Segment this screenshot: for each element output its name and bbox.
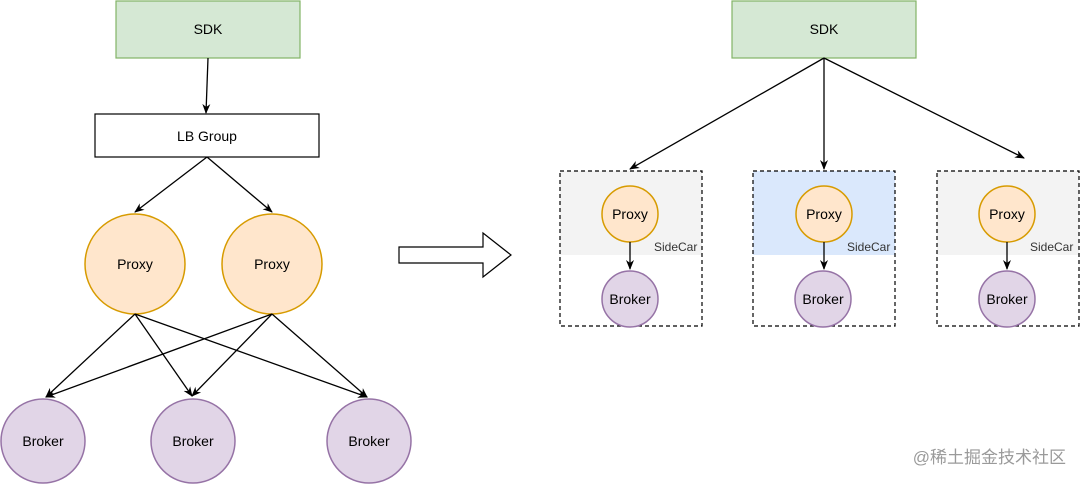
left-proxy-1-label: Proxy — [117, 256, 153, 272]
pod-3-broker-label: Broker — [986, 291, 1028, 307]
edge-proxy1-broker3 — [134, 313, 368, 398]
right-sdk-box — [731, 0, 917, 59]
pod-1-proxy-label: Proxy — [612, 206, 648, 222]
edge-sdk-pod-1 — [629, 57, 825, 170]
pod-3: Proxy SideCar Broker — [936, 170, 1080, 328]
watermark-text: @稀土掘金技术社区 — [913, 448, 1066, 467]
left-proxy-2-label: Proxy — [254, 256, 290, 272]
pod-3-broker — [978, 270, 1036, 328]
pod-1-broker — [601, 270, 659, 328]
edge-proxy2-broker2 — [191, 313, 273, 397]
pod-2-broker-label: Broker — [802, 291, 844, 307]
left-diagram: SDK LB Group Proxy Proxy Broker Broker B… — [0, 0, 412, 484]
left-broker-1-label: Broker — [22, 433, 64, 449]
edge-lb-proxy-1 — [134, 156, 208, 213]
edge-proxy2-broker1 — [45, 313, 273, 398]
pod-1-broker-label: Broker — [609, 291, 651, 307]
edge-lb-proxy-2 — [206, 156, 273, 213]
left-broker-2-label: Broker — [172, 433, 214, 449]
pod-3-proxy-label: Proxy — [989, 206, 1025, 222]
left-sdk-box — [115, 0, 301, 59]
edge-proxy1-broker1 — [45, 313, 136, 398]
pod-2-proxy-label: Proxy — [806, 206, 842, 222]
left-sdk-label: SDK — [194, 21, 223, 37]
pod-2: Proxy SideCar Broker — [752, 170, 896, 328]
lb-group-box — [94, 113, 320, 158]
pod-2-sidecar-label: SideCar — [847, 240, 890, 254]
pod-1: Proxy SideCar Broker — [559, 170, 703, 328]
edge-proxy2-broker3 — [271, 313, 368, 398]
edge-sdk-lb — [202, 57, 211, 114]
left-broker-2 — [150, 398, 236, 484]
edge-sdk-pod-3 — [823, 57, 1025, 159]
pod-2-broker — [794, 270, 852, 328]
right-diagram: SDK Proxy SideCar Broker Proxy SideCar B… — [559, 0, 1080, 328]
lb-group-label: LB Group — [177, 128, 237, 144]
left-broker-3 — [326, 398, 412, 484]
right-sdk-label: SDK — [810, 21, 839, 37]
pod-3-sidecar-label: SideCar — [1030, 240, 1073, 254]
left-broker-3-label: Broker — [348, 433, 390, 449]
pod-1-sidecar-label: SideCar — [654, 240, 697, 254]
right-arrow-icon — [398, 231, 512, 279]
left-broker-1 — [0, 398, 86, 484]
edge-proxy1-broker2 — [134, 313, 193, 397]
